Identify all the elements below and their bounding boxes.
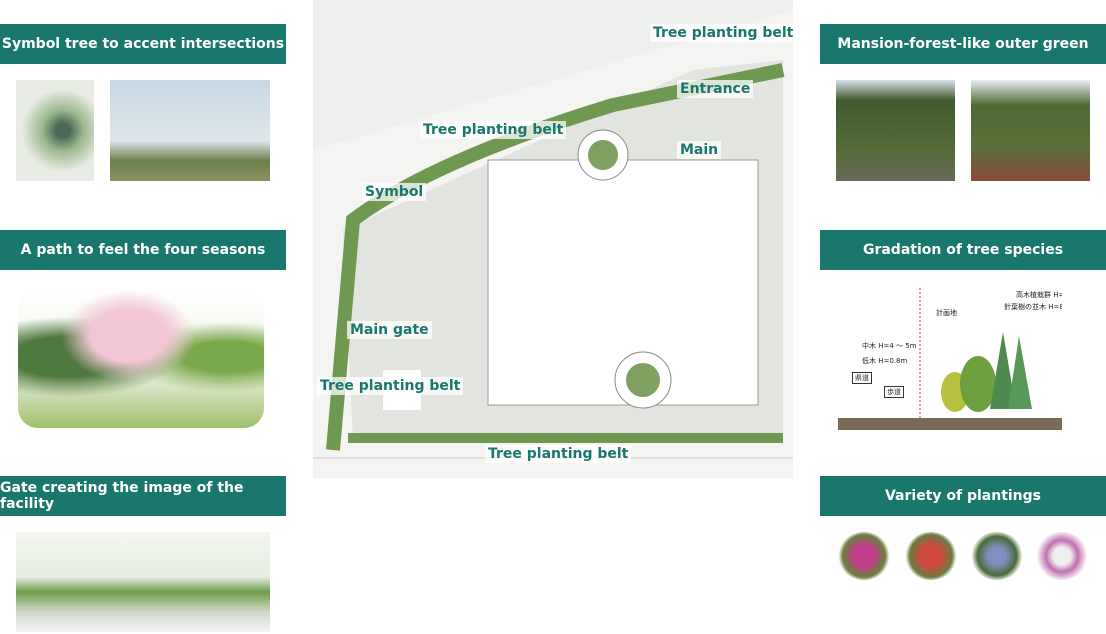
label-symbol: Symbol	[362, 183, 427, 201]
planting-photo-blue	[971, 532, 1023, 580]
gradation-section-diagram: 高木植栽群 H=6 ～ 8m 針葉樹の並木 H=8 ～ 10m 計画地 中木 H…	[838, 284, 1062, 430]
planting-photo-pink	[838, 532, 890, 580]
label-site: 計画地	[936, 309, 957, 317]
label-entrance: Entrance	[677, 80, 754, 98]
planting-photo-red	[905, 532, 957, 580]
label-mid-trees: 中木 H=4 ～ 5m	[862, 342, 917, 350]
header-gradation: Gradation of tree species	[820, 230, 1106, 270]
header-four-seasons: A path to feel the four seasons	[0, 230, 286, 270]
label-main-gate: Main gate	[347, 321, 432, 339]
label-belt-top: Tree planting belt	[650, 24, 793, 42]
outer-green-photo-1	[836, 80, 955, 181]
label-road: 県道	[852, 372, 872, 384]
symbol-plan-image	[16, 80, 94, 181]
symbol-tree-photo	[110, 80, 270, 181]
planting-photo-white	[1036, 532, 1088, 580]
label-conifer-row: 針葉樹の並木 H=8 ～ 10m	[1004, 303, 1062, 311]
label-low-trees: 低木 H=0.8m	[862, 357, 908, 365]
label-belt-left: Tree planting belt	[317, 377, 464, 395]
site-plan-drawing	[313, 10, 793, 478]
header-gate: Gate creating the image of the facility	[0, 476, 286, 516]
outer-green-photo-2	[971, 80, 1090, 181]
label-belt-bottom: Tree planting belt	[485, 445, 632, 463]
label-tall-trees: 高木植栽群 H=6 ～ 8m	[1016, 291, 1062, 299]
label-main: Main	[677, 141, 722, 159]
label-sidewalk: 歩道	[884, 386, 904, 398]
header-plantings: Variety of plantings	[820, 476, 1106, 516]
four-seasons-sketch	[18, 286, 264, 428]
label-belt-mid: Tree planting belt	[420, 121, 567, 139]
header-symbol-tree: Symbol tree to accent intersections	[0, 24, 286, 64]
gate-sketch	[16, 532, 270, 632]
header-outer-green: Mansion-forest-like outer green	[820, 24, 1106, 64]
site-plan-map: Tree planting belt Entrance Tree plantin…	[313, 0, 793, 478]
